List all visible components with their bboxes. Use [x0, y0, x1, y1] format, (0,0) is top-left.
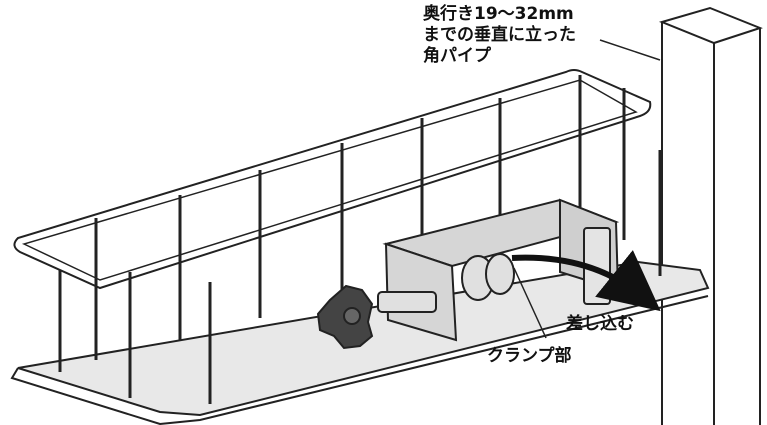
pipe-label-line1: 奥行き19〜32mm: [423, 4, 574, 24]
clamp-leader-line: [513, 267, 547, 339]
square-pipe: [658, 6, 763, 425]
pipe-leader-line: [599, 39, 661, 61]
pipe-label-line3: 角パイプ: [423, 46, 491, 66]
clamp-label: クランプ部: [487, 346, 572, 366]
knob-icon: [316, 284, 374, 350]
clamp-screw: [377, 253, 515, 313]
arrow-icon: [511, 250, 661, 312]
basket-rails: [13, 69, 652, 290]
pipe-label: 奥行き19〜32mm までの垂直に立った 角パイプ: [423, 4, 576, 67]
pipe-label-line2: までの垂直に立った: [423, 25, 576, 45]
insert-label: 差し込む: [566, 314, 634, 334]
